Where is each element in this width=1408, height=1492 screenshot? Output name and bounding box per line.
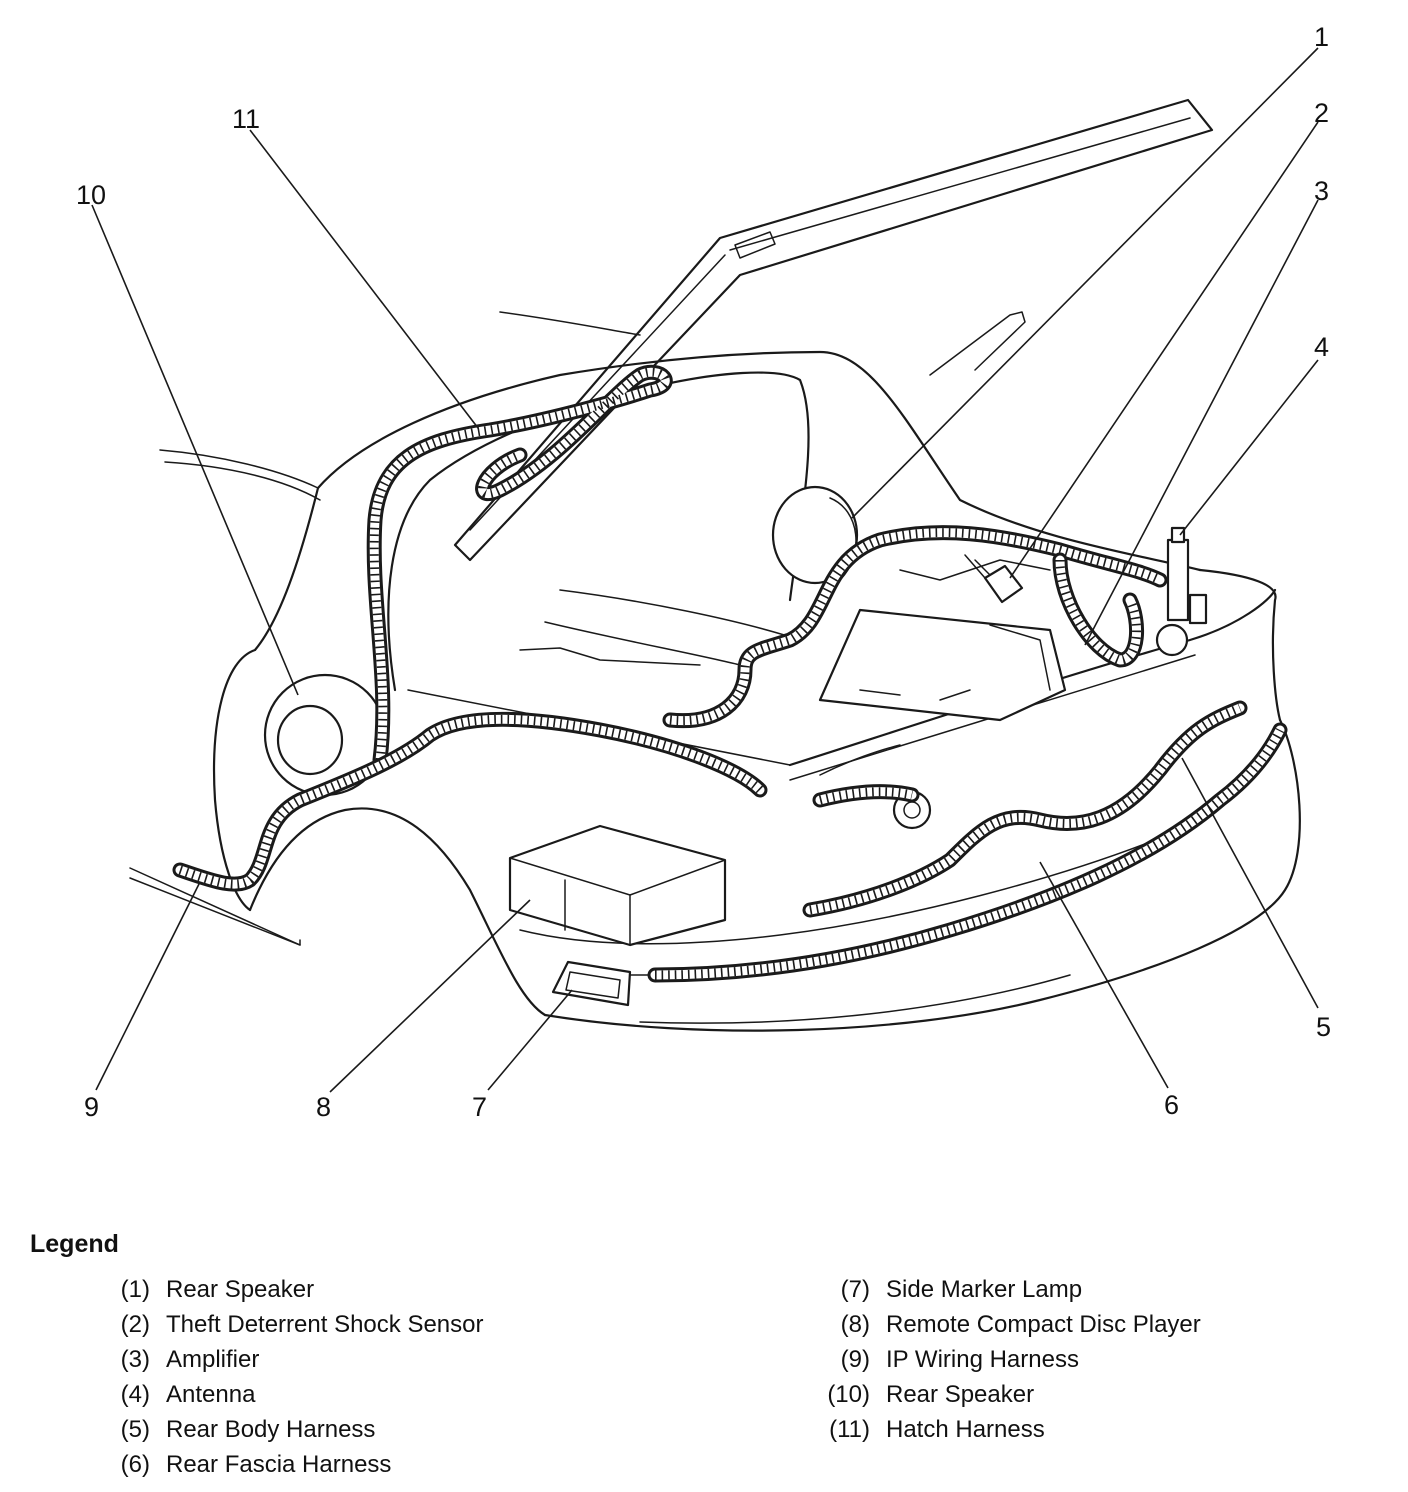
callout-7: 7 <box>472 1092 487 1122</box>
antenna-mast <box>1155 526 1208 657</box>
legend-item-label: Remote Compact Disc Player <box>886 1311 1201 1338</box>
legend-item: (3) Amplifier <box>92 1346 483 1381</box>
legend-item-label: IP Wiring Harness <box>886 1346 1079 1373</box>
leader-lines <box>91 47 1319 1093</box>
legend-item: (1) Rear Speaker <box>92 1276 483 1311</box>
callout-4: 4 <box>1314 332 1329 362</box>
legend-item-number: (8) <box>840 1311 870 1338</box>
legend-item: (9) IP Wiring Harness <box>812 1346 1201 1381</box>
rear-speaker-right <box>771 485 859 585</box>
legend-item: (11) Hatch Harness <box>812 1416 1201 1451</box>
rear-fascia-harness <box>647 700 1288 983</box>
legend-item-label: Rear Speaker <box>886 1381 1035 1408</box>
leader-line-1 <box>851 47 1319 519</box>
legend-item-number: (2) <box>120 1311 150 1338</box>
legend-item: (8) Remote Compact Disc Player <box>812 1311 1201 1346</box>
legend-column-right: (7) Side Marker Lamp (8) Remote Compact … <box>812 1276 1201 1451</box>
side-marker-lamp <box>551 960 651 1007</box>
legend-item: (2) Theft Deterrent Shock Sensor <box>92 1311 484 1346</box>
legend-item-label: Rear Body Harness <box>166 1416 376 1443</box>
leader-line-10 <box>91 204 299 696</box>
legend-item: (6) Rear Fascia Harness <box>92 1451 483 1486</box>
theft-deterrent-shock-sensor <box>964 554 1024 604</box>
callout-11: 11 <box>232 104 260 134</box>
legend-item-label: Side Marker Lamp <box>886 1276 1083 1303</box>
ip-wiring-harness <box>172 711 768 892</box>
remote-compact-disc-player <box>508 824 727 947</box>
amplifier-module <box>818 608 1067 722</box>
legend-item-number: (9) <box>840 1346 870 1373</box>
car-body-outline <box>129 98 1301 1032</box>
legend-item: (5) Rear Body Harness <box>92 1416 483 1451</box>
leader-line-3 <box>1084 199 1319 646</box>
callout-9: 9 <box>84 1092 99 1122</box>
legend-item-number: (4) <box>120 1381 150 1408</box>
legend-item-number: (5) <box>120 1416 150 1443</box>
legend-item: (4) Antenna <box>92 1381 483 1416</box>
leader-line-4 <box>1179 359 1319 536</box>
legend-item-label: Theft Deterrent Shock Sensor <box>166 1311 484 1338</box>
legend-item-label: Amplifier <box>166 1346 260 1373</box>
legend-item: (10) Rear Speaker <box>812 1381 1201 1416</box>
legend-item-label: Rear Speaker <box>166 1276 315 1303</box>
leader-line-8 <box>329 899 531 1093</box>
legend-item-number: (1) <box>120 1276 150 1303</box>
grommet <box>892 790 932 830</box>
legend-item-label: Antenna <box>166 1381 256 1408</box>
legend-item-number: (3) <box>120 1346 150 1373</box>
rear-body-harness <box>662 525 1168 729</box>
callout-3: 3 <box>1314 176 1329 206</box>
legend-item-number: (6) <box>120 1451 150 1478</box>
rear-compartment-wiring-diagram: 1 2 3 4 5 6 7 8 9 10 11 <box>76 22 1331 1122</box>
legend-item-label: Hatch Harness <box>886 1416 1045 1443</box>
leader-line-11 <box>249 129 479 429</box>
callout-1: 1 <box>1314 22 1329 52</box>
rear-speaker-left <box>263 673 387 797</box>
callout-8: 8 <box>316 1092 331 1122</box>
leader-line-5 <box>1181 757 1319 1009</box>
leader-line-9 <box>95 881 201 1091</box>
callout-6: 6 <box>1164 1090 1179 1120</box>
callout-5: 5 <box>1316 1012 1331 1042</box>
legend-item-number: (10) <box>827 1381 870 1408</box>
leader-line-7 <box>487 989 573 1091</box>
callout-10: 10 <box>76 180 106 210</box>
leader-line-6 <box>1039 861 1169 1089</box>
legend-item-label: Rear Fascia Harness <box>166 1451 392 1478</box>
hatch-harness <box>366 364 673 768</box>
callout-numbers: 1 2 3 4 5 6 7 8 9 10 11 <box>76 22 1331 1122</box>
legend-title: Legend <box>30 1230 119 1258</box>
legend-item-number: (7) <box>840 1276 870 1303</box>
legend-column-left: (1) Rear Speaker (2) Theft Deterrent Sho… <box>92 1276 484 1486</box>
callout-2: 2 <box>1314 98 1329 128</box>
legend-item-number: (11) <box>829 1416 870 1443</box>
leader-line-2 <box>1009 121 1319 579</box>
legend-item: (7) Side Marker Lamp <box>812 1276 1201 1311</box>
